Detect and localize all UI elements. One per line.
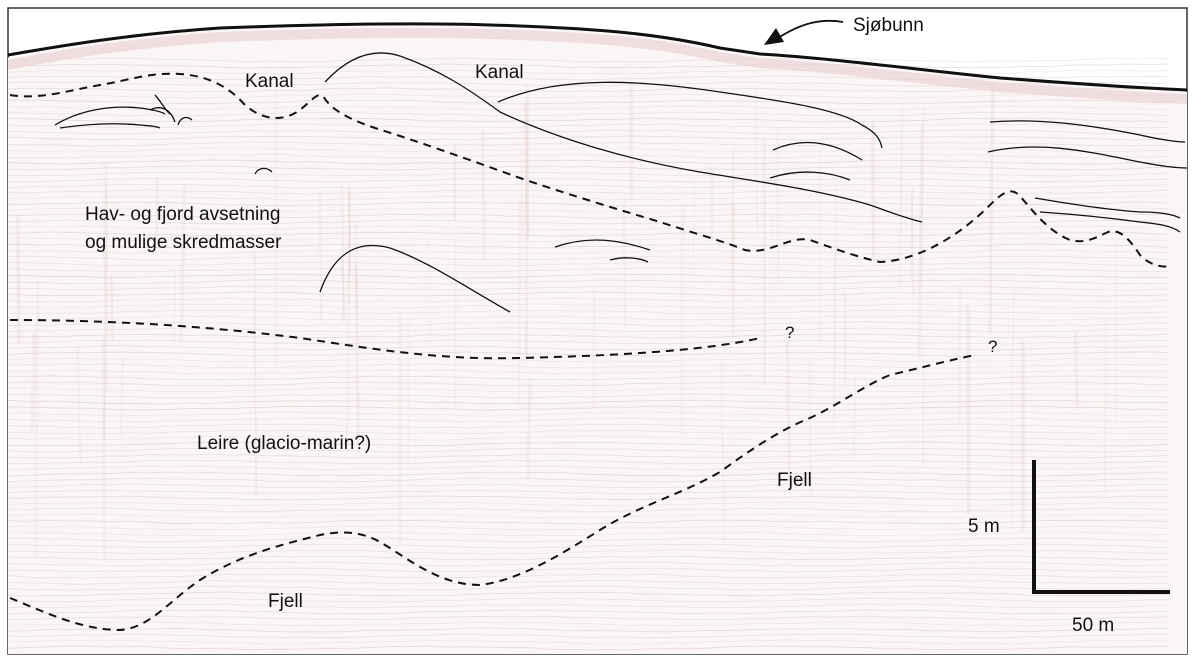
bedrock-label-right: Fjell	[777, 470, 812, 491]
reflector-streak	[33, 333, 35, 431]
reflector-streak	[820, 139, 821, 343]
seismic-data-area	[8, 26, 1187, 654]
uncertain-marker-right: ?	[988, 337, 997, 356]
uncertain-marker-left: ?	[785, 323, 794, 342]
reflector-streak	[624, 198, 625, 328]
scale-label-vertical: 5 m	[968, 516, 1000, 537]
bedrock-label-left: Fjell	[268, 591, 303, 612]
marine-deposit-label-line2: og mulige skredmasser	[85, 232, 282, 253]
marine-deposit-label-line1: Hav- og fjord avsetning	[85, 204, 280, 225]
channel-label-left: Kanal	[245, 71, 294, 92]
reflector-streak	[1105, 317, 1106, 491]
channel-label-right: Kanal	[475, 62, 524, 83]
reflector-streak	[103, 339, 105, 563]
reflector-streak	[320, 188, 321, 322]
reflector-streak	[356, 222, 357, 309]
reflector-streak	[36, 280, 38, 557]
reflector-streak	[174, 268, 175, 348]
reflector-streak	[526, 102, 528, 239]
reflector-streak	[777, 129, 779, 285]
reflector-streak	[519, 200, 520, 405]
reflector-streak	[483, 130, 485, 259]
scale-label-horizontal: 50 m	[1072, 615, 1114, 636]
clay-label: Leire (glacio-marin?)	[197, 433, 371, 454]
reflector-streak	[959, 285, 960, 423]
reflector-streak	[18, 214, 19, 342]
reflector-streak	[923, 334, 924, 467]
reflector-streak	[111, 275, 112, 340]
reflector-streak	[400, 312, 401, 543]
reflector-streak	[528, 377, 530, 480]
reflector-streak	[681, 204, 682, 434]
reflector-streak	[1075, 333, 1077, 406]
seabed-label: Sjøbunn	[853, 15, 924, 36]
reflector-streak	[773, 216, 774, 318]
